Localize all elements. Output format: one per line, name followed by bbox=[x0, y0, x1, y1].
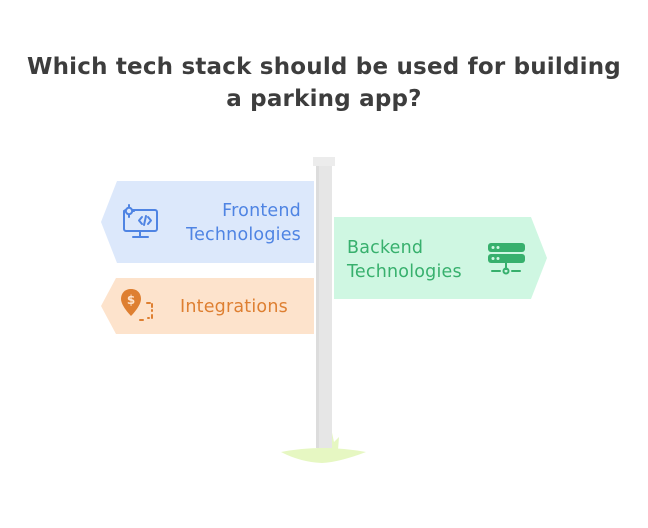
pole-shade bbox=[316, 166, 319, 448]
integrations-sign bbox=[101, 278, 314, 334]
monitor-code-gear-icon bbox=[123, 204, 158, 238]
title-line-2: a parking app? bbox=[226, 86, 422, 112]
signpost-pole bbox=[316, 166, 332, 448]
backend-label-line-2: Technologies bbox=[347, 262, 462, 282]
backend-sign-label: Backend Technologies bbox=[347, 236, 462, 284]
title-line-1: Which tech stack should be used for buil… bbox=[27, 54, 621, 80]
frontend-sign bbox=[101, 181, 314, 263]
location-pin-dollar-icon: $ bbox=[121, 289, 153, 321]
integrations-sign-label: Integrations bbox=[180, 295, 288, 319]
backend-sign bbox=[334, 217, 547, 299]
signpost-pole-cap bbox=[313, 157, 335, 166]
frontend-label-line-1: Frontend bbox=[222, 201, 301, 221]
backend-label-line-1: Backend bbox=[347, 238, 424, 258]
frontend-label-line-2: Technologies bbox=[186, 225, 301, 245]
server-stack-icon bbox=[488, 243, 525, 275]
diagram-title: Which tech stack should be used for buil… bbox=[0, 51, 648, 115]
ground-patch bbox=[281, 448, 366, 463]
svg-text:$: $ bbox=[127, 293, 135, 307]
frontend-sign-label: Frontend Technologies bbox=[186, 199, 301, 247]
integrations-label-line-1: Integrations bbox=[180, 297, 288, 317]
